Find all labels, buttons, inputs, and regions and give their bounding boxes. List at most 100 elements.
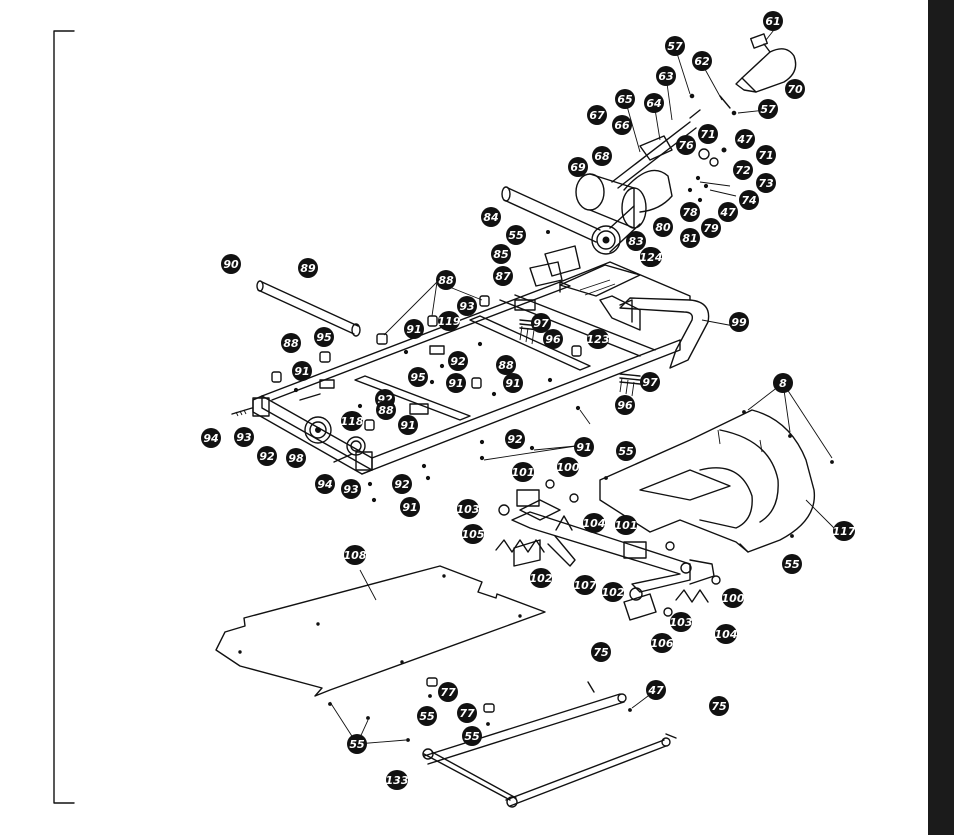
callout-bubble [680, 202, 700, 222]
callout-55: 55 [417, 706, 437, 726]
callout-91: 91 [398, 415, 418, 435]
callout-bubble [676, 135, 696, 155]
callout-bubble [646, 680, 666, 700]
callout-label: 55 [349, 738, 365, 751]
callout-104: 104 [583, 513, 605, 533]
callout-label: 8 [779, 377, 787, 390]
callout-label: 85 [493, 248, 509, 261]
callout-108: 108 [344, 545, 367, 565]
callout-73: 73 [756, 173, 776, 193]
callout-label: 91 [402, 501, 417, 514]
callout-label: 80 [655, 221, 671, 234]
callout-bubble [587, 105, 607, 125]
callout-label: 77 [440, 686, 456, 699]
callout-bubble [782, 554, 802, 574]
callout-label: 96 [545, 333, 561, 346]
callout-bubble [758, 99, 778, 119]
callout-101: 101 [512, 462, 534, 482]
callout-77: 77 [438, 682, 458, 702]
callout-bubble [615, 515, 637, 535]
callout-bubble [417, 706, 437, 726]
callout-bubble [640, 247, 662, 267]
front-roller [501, 186, 601, 243]
callout-92: 92 [448, 351, 468, 371]
callout-bubble [392, 474, 412, 494]
callout-bubble [462, 726, 482, 746]
callout-label: 88 [283, 337, 299, 350]
callout-label: 100 [557, 461, 580, 474]
callout-bubble [653, 217, 673, 237]
callout-81: 81 [680, 228, 700, 248]
callout-label: 83 [628, 235, 644, 248]
callout-label: 92 [507, 433, 523, 446]
callout-bubble [612, 115, 632, 135]
callout-bubble [505, 429, 525, 449]
callout-117: 117 [833, 521, 856, 541]
callout-bubble [481, 207, 501, 227]
page-bracket [53, 30, 75, 804]
callout-label: 105 [462, 528, 485, 541]
callout-bubble [616, 441, 636, 461]
callout-bubble [398, 415, 418, 435]
callout-label: 94 [317, 478, 332, 491]
motor-hood [599, 409, 816, 553]
callout-94: 94 [315, 474, 335, 494]
callout-label: 71 [700, 128, 715, 141]
callout-93: 93 [234, 427, 254, 447]
callout-label: 92 [450, 355, 466, 368]
callout-label: 118 [341, 415, 364, 428]
callout-bubble [701, 218, 721, 238]
callout-75: 75 [591, 642, 611, 662]
callout-98: 98 [286, 448, 306, 468]
leader-lines [329, 20, 837, 745]
callout-label: 76 [678, 139, 694, 152]
callout-bubble [376, 400, 396, 420]
callout-100: 100 [722, 588, 745, 608]
rear-roller [256, 280, 361, 337]
callout-bubble [602, 582, 624, 602]
callout-label: 90 [223, 258, 239, 271]
callout-bubble [347, 734, 367, 754]
callout-bubble [557, 457, 579, 477]
callout-101: 101 [615, 515, 637, 535]
callout-label: 88 [438, 274, 454, 287]
callout-92: 92 [257, 446, 277, 466]
callout-bubble [733, 160, 753, 180]
callout-bubble [833, 521, 855, 541]
callout-label: 61 [765, 15, 780, 28]
callout-bubble [692, 51, 712, 71]
callout-bubble [644, 93, 664, 113]
callout-bubble [656, 66, 676, 86]
callout-label: 67 [589, 109, 605, 122]
callout-label: 55 [618, 445, 634, 458]
callout-97: 97 [531, 313, 551, 333]
callout-85: 85 [491, 244, 511, 264]
callout-bubble [448, 351, 468, 371]
callout-64: 64 [644, 93, 664, 113]
callout-bubble [286, 448, 306, 468]
callout-94: 94 [201, 428, 221, 448]
callout-bubble [785, 79, 805, 99]
callout-102: 102 [530, 568, 553, 588]
callout-bubble [715, 624, 737, 644]
callout-47: 47 [646, 680, 666, 700]
callout-label: 87 [495, 270, 511, 283]
callout-76: 76 [676, 135, 696, 155]
callout-bubble [709, 696, 729, 716]
callout-label: 71 [758, 149, 773, 162]
callout-89: 89 [298, 258, 318, 278]
callout-label: 133 [386, 774, 409, 787]
callout-119: 119 [438, 311, 461, 331]
callout-90: 90 [221, 254, 241, 274]
callout-bubble [680, 228, 700, 248]
callout-55: 55 [506, 225, 526, 245]
callout-bubble [615, 395, 635, 415]
callout-label: 124 [640, 251, 663, 264]
rear-wheel [304, 416, 366, 456]
callout-75: 75 [709, 696, 729, 716]
hardware-fasteners [687, 93, 737, 203]
callout-label: 102 [602, 586, 625, 599]
callout-55: 55 [347, 734, 367, 754]
incline-arm [495, 479, 721, 621]
